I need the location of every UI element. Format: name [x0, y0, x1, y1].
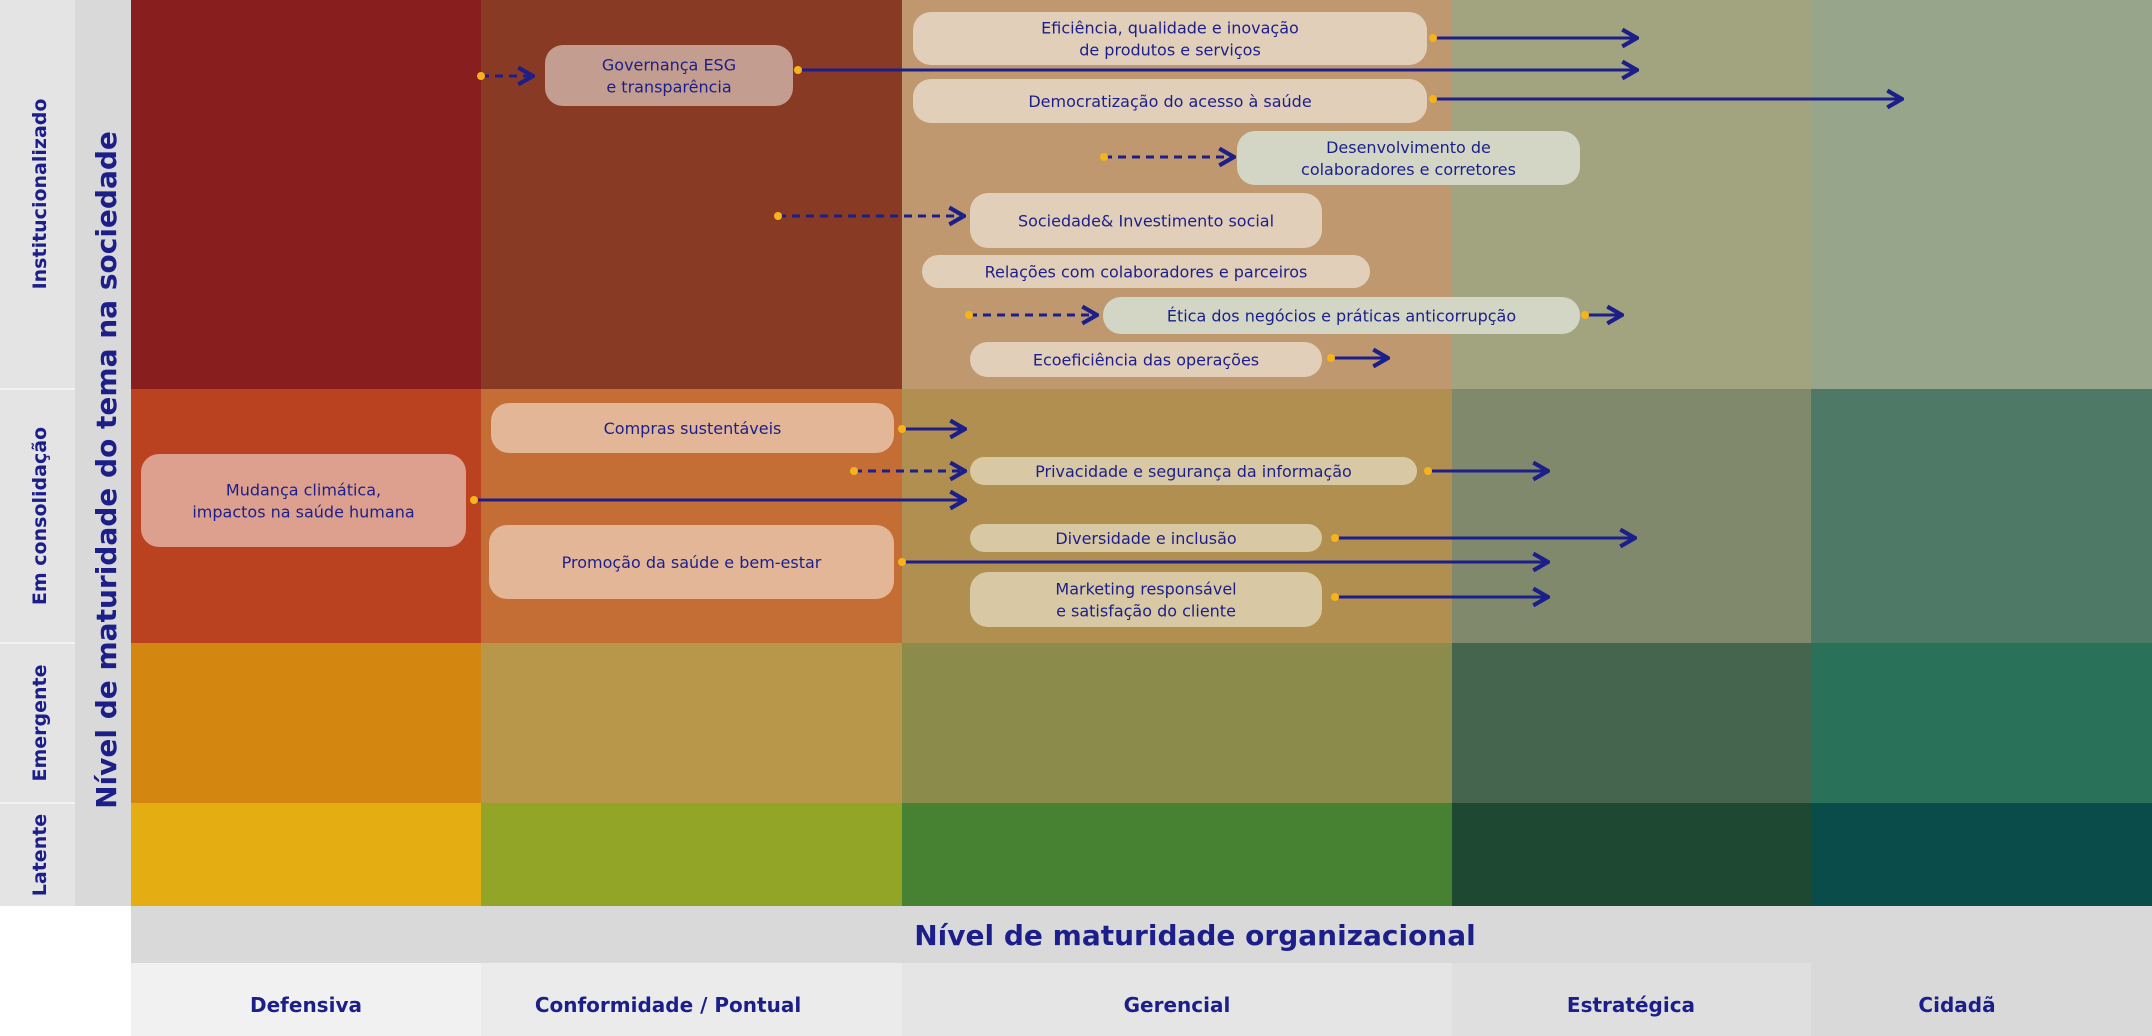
- topic-box: [1103, 297, 1580, 334]
- topic-label: colaboradores e corretores: [1301, 160, 1516, 179]
- x-axis-title: Nível de maturidade organizacional: [914, 919, 1475, 952]
- matrix-cell: [1452, 643, 1811, 803]
- topic-label: Promoção da saúde e bem-estar: [562, 553, 822, 572]
- row-label-latente: Latente: [29, 814, 51, 896]
- topic-relacoes: Relações com colaboradores e parceiros: [922, 255, 1370, 288]
- column-label-cidada: Cidadã: [1918, 993, 1995, 1017]
- topic-label: e satisfação do cliente: [1056, 602, 1236, 621]
- topic-box: [970, 457, 1417, 485]
- matrix-cell: [1811, 643, 2152, 803]
- topic-desenvolvimento: Desenvolvimento de colaboradores e corret…: [1237, 131, 1580, 185]
- topic-box: [970, 342, 1322, 377]
- topic-eficiencia: Eficiência, qualidade e inovação de produ…: [913, 12, 1427, 65]
- matrix-cell: [1811, 803, 2152, 906]
- topic-box: [545, 45, 793, 106]
- matrix-cell: [902, 803, 1452, 906]
- topic-label: Diversidade e inclusão: [1055, 529, 1236, 548]
- x-axis-band: [131, 906, 2152, 963]
- y-axis-band: [75, 0, 131, 906]
- topic-label: Governança ESG: [602, 56, 736, 75]
- topic-democratizacao: Democratização do acesso à saúde: [913, 79, 1427, 123]
- row-label-em-consolidacao: Em consolidação: [29, 427, 51, 605]
- arrows: [470, 34, 1902, 601]
- matrix-cell: [481, 643, 902, 803]
- topic-box: [913, 79, 1427, 123]
- matrix-cell: [481, 803, 902, 906]
- row-label-emergente: Emergente: [29, 664, 51, 781]
- topic-label: Relações com colaboradores e parceiros: [985, 263, 1308, 282]
- row-label-column: [0, 0, 75, 906]
- column-label-gerencial: Gerencial: [1124, 993, 1231, 1017]
- topic-label: Sociedade& Investimento social: [1018, 212, 1274, 231]
- topic-label: Democratização do acesso à saúde: [1028, 92, 1311, 111]
- column-label-defensiva: Defensiva: [250, 993, 362, 1017]
- topic-label: Privacidade e segurança da informação: [1035, 462, 1352, 481]
- topic-marketing: Marketing responsável e satisfação do cli…: [970, 572, 1322, 627]
- topic-boxes: Eficiência, qualidade e inovação de produ…: [141, 12, 1580, 627]
- topic-label: de produtos e serviços: [1079, 41, 1261, 60]
- topic-label: Desenvolvimento de: [1326, 138, 1491, 157]
- topic-ecoeficiencia: Ecoeficiência das operações: [970, 342, 1322, 377]
- topic-label: e transparência: [606, 78, 731, 97]
- topic-label: Marketing responsável: [1055, 580, 1236, 599]
- topic-governanca: Governança ESG e transparência: [545, 45, 793, 106]
- matrix-cell: [1452, 803, 1811, 906]
- matrix-cell: [131, 803, 481, 906]
- matrix-cell: [1811, 389, 2152, 643]
- y-axis-title: Nível de maturidade do tema na sociedade: [90, 131, 123, 809]
- matrix-cell: [1452, 389, 1811, 643]
- matrix-cell: [1811, 0, 2152, 389]
- topic-label: Ética dos negócios e práticas anticorrup…: [1167, 307, 1516, 326]
- matrix-cells: [131, 0, 2152, 906]
- topic-label: Compras sustentáveis: [604, 419, 782, 438]
- topic-privacidade: Privacidade e segurança da informação: [970, 457, 1417, 485]
- topic-promocao: Promoção da saúde e bem-estar: [489, 525, 894, 599]
- topic-box: [491, 403, 894, 453]
- topic-label: Eficiência, qualidade e inovação: [1041, 19, 1299, 38]
- column-label-conformidade: Conformidade / Pontual: [535, 993, 801, 1017]
- topic-box: [970, 524, 1322, 552]
- topic-box: [970, 572, 1322, 627]
- topic-mudanca: Mudança climática, impactos na saúde huma…: [141, 454, 466, 547]
- topic-box: [1237, 131, 1580, 185]
- matrix-cell: [131, 643, 481, 803]
- row-label-institucionalizado: Institucionalizado: [29, 99, 51, 290]
- matrix-cell: [131, 0, 481, 389]
- topic-label: Mudança climática,: [226, 481, 381, 500]
- topic-compras: Compras sustentáveis: [491, 403, 894, 453]
- matrix-cell: [902, 643, 1452, 803]
- topic-label: Ecoeficiência das operações: [1033, 351, 1259, 370]
- topic-box: [489, 525, 894, 599]
- topic-box: [970, 193, 1322, 248]
- topic-etica: Ética dos negócios e práticas anticorrup…: [1103, 297, 1580, 334]
- topic-label: impactos na saúde humana: [192, 503, 414, 522]
- topic-box: [913, 12, 1427, 65]
- topic-sociedade: Sociedade& Investimento social: [970, 193, 1322, 248]
- column-label-estrategica: Estratégica: [1567, 993, 1695, 1017]
- topic-diversidade: Diversidade e inclusão: [970, 524, 1322, 552]
- topic-box: [141, 454, 466, 547]
- topic-box: [922, 255, 1370, 288]
